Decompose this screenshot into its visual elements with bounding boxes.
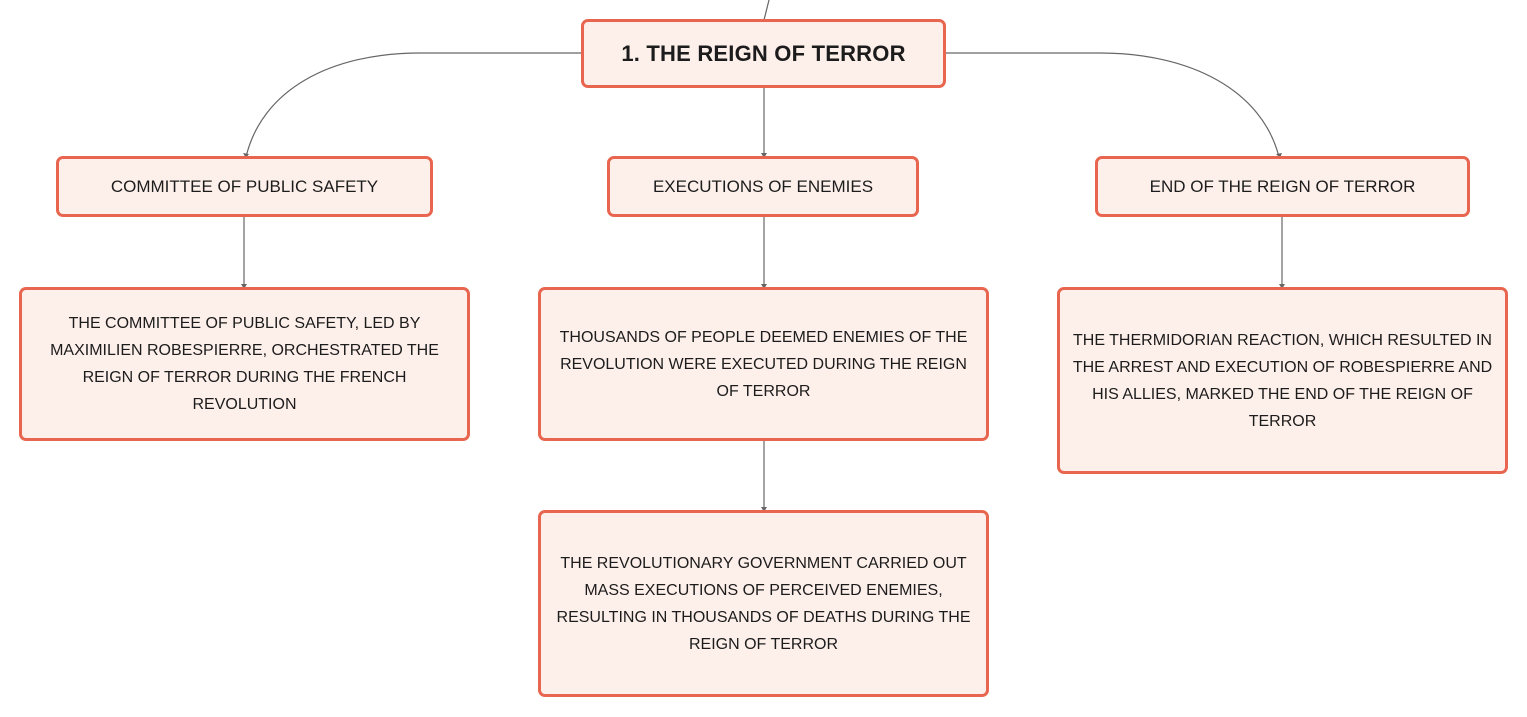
detail-text: THE THERMIDORIAN REACTION, WHICH RESULTE… (1072, 331, 1493, 430)
root-topic-label: 1. THE REIGN OF TERROR (621, 40, 906, 66)
topic-label: END OF THE REIGN OF TERROR (1149, 176, 1416, 196)
connector-root-to-committee (245, 52, 582, 158)
topic-executions-of-enemies[interactable]: EXECUTIONS OF ENEMIES (607, 156, 919, 217)
detail-thousands-executed[interactable]: THOUSANDS OF PEOPLE DEEMED ENEMIES OF TH… (538, 287, 989, 441)
topic-end-of-the-reign-of-terror[interactable]: END OF THE REIGN OF TERROR (1095, 156, 1470, 217)
detail-text: THE REVOLUTIONARY GOVERNMENT CARRIED OUT… (556, 554, 971, 653)
detail-mass-executions[interactable]: THE REVOLUTIONARY GOVERNMENT CARRIED OUT… (538, 510, 989, 697)
detail-text: THE COMMITTEE OF PUBLIC SAFETY, LED BY M… (50, 315, 439, 413)
topic-label: EXECUTIONS OF ENEMIES (652, 176, 874, 196)
detail-thermidorian-reaction[interactable]: THE THERMIDORIAN REACTION, WHICH RESULTE… (1057, 287, 1508, 474)
detail-committee-led-by-robespierre[interactable]: THE COMMITTEE OF PUBLIC SAFETY, LED BY M… (19, 287, 470, 441)
topic-committee-of-public-safety[interactable]: COMMITTEE OF PUBLIC SAFETY (56, 156, 433, 217)
connector-root-to-end (945, 52, 1280, 158)
detail-text: THOUSANDS OF PEOPLE DEEMED ENEMIES OF TH… (559, 328, 968, 400)
root-topic-node[interactable]: 1. THE REIGN OF TERROR (581, 19, 946, 88)
topic-label: COMMITTEE OF PUBLIC SAFETY (110, 176, 379, 196)
connector-incoming (763, 0, 770, 21)
